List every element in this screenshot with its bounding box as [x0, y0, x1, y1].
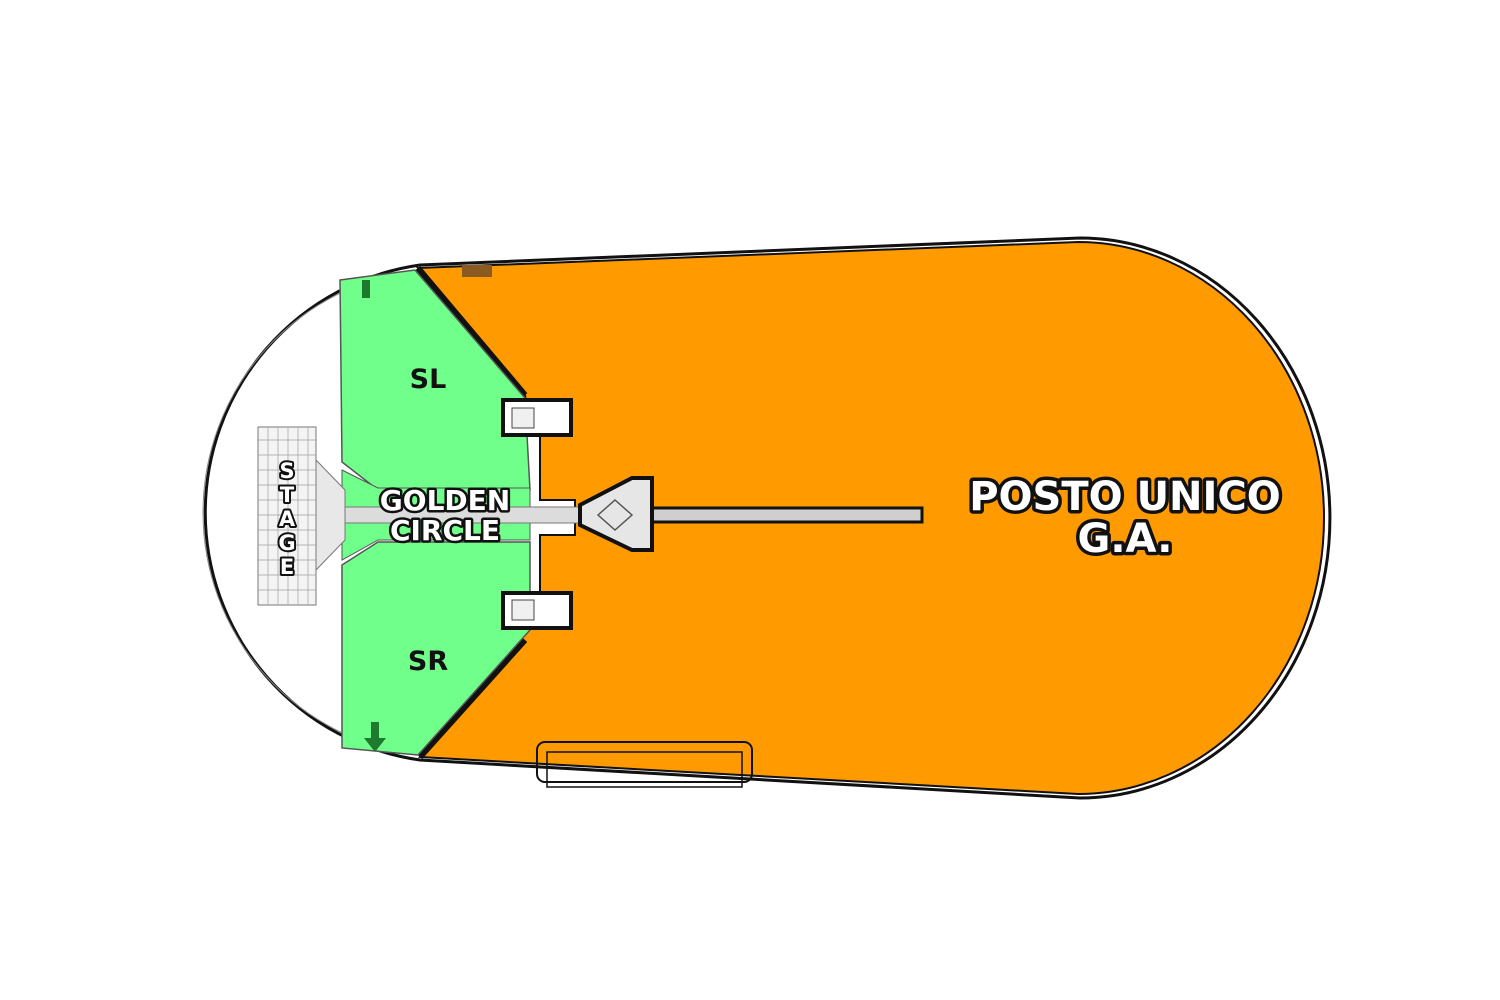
b-stage-diamond	[596, 498, 634, 532]
b-stage-platform	[578, 476, 654, 552]
stage-letter: T	[280, 483, 295, 507]
stage-letter: S	[279, 459, 294, 483]
stage-letter: A	[279, 507, 296, 531]
catwalk-runway	[648, 506, 924, 524]
arrow-down-icon	[364, 722, 386, 752]
stage-right-label: SR	[408, 646, 448, 677]
stage-left-label: SL	[410, 364, 447, 395]
ga-label-line2: G.A.	[1078, 516, 1173, 562]
ga-boundary-lower	[417, 637, 528, 760]
foh-desk-upper	[511, 407, 535, 429]
field-goal-box	[536, 741, 753, 783]
golden-circle-label-line2: CIRCLE	[390, 514, 500, 547]
golden-circle-label-line1: GOLDEN	[380, 484, 510, 517]
ga-boundary-upper	[415, 266, 528, 397]
entry-marker-top	[462, 265, 492, 277]
ga-label-line1: POSTO UNICO	[969, 474, 1281, 520]
foh-desk-lower	[511, 599, 535, 621]
field-goal-box-inner	[546, 751, 743, 788]
main-stage	[257, 426, 346, 606]
stage-letter: G	[278, 531, 295, 555]
entry-marker-left	[362, 280, 370, 298]
stage-letter: E	[280, 555, 294, 579]
